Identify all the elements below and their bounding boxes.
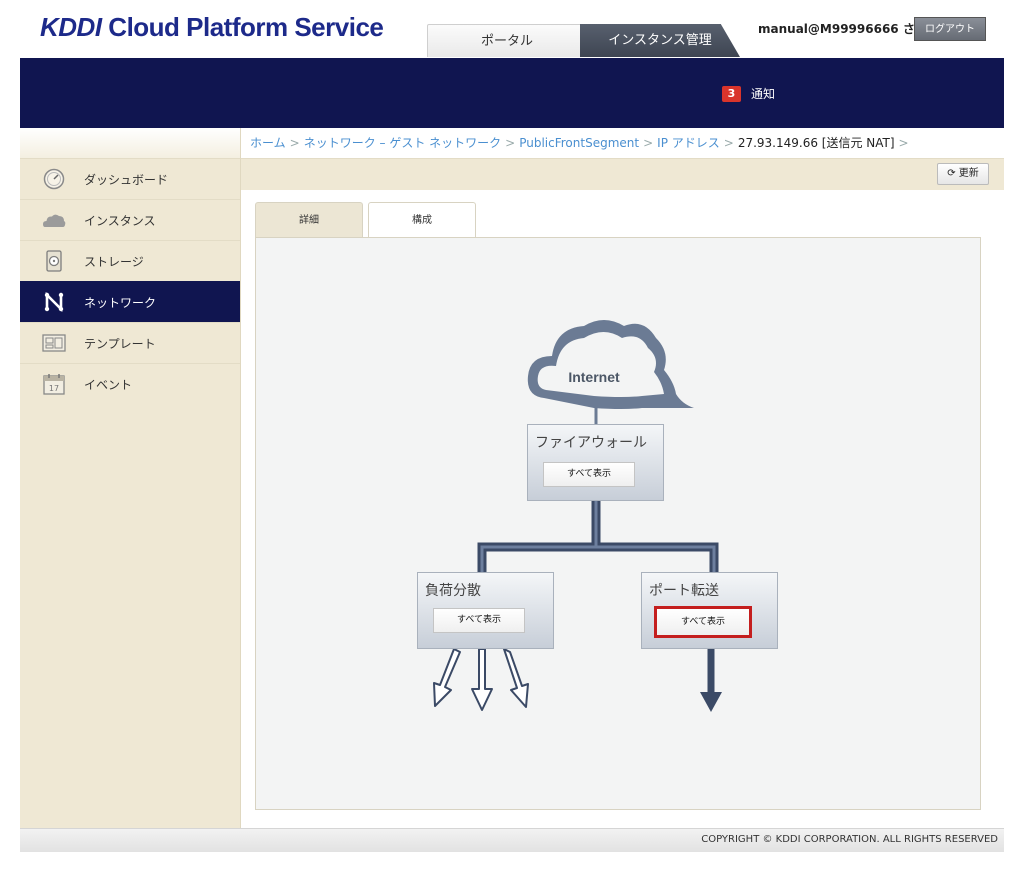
breadcrumb-separator: >: [898, 136, 909, 150]
sidebar-item-template[interactable]: テンプレート: [20, 322, 240, 363]
breadcrumb-separator: >: [505, 136, 516, 150]
calendar-day-label: 17: [49, 384, 59, 393]
header: KDDI Cloud Platform Service ポータル インスタンス管…: [20, 0, 1004, 58]
logo: KDDI Cloud Platform Service: [40, 12, 384, 43]
sidebar-header: [20, 128, 240, 158]
logout-button[interactable]: ログアウト: [914, 17, 986, 41]
logo-brand: KDDI: [40, 12, 102, 42]
notification-link[interactable]: 通知: [751, 87, 776, 101]
refresh-button[interactable]: ⟳ 更新: [937, 163, 989, 185]
breadcrumb-current: 27.93.149.66 [送信元 NAT]: [737, 136, 895, 150]
sidebar-item-label: ダッシュボード: [84, 172, 169, 187]
sidebar-item-instance[interactable]: インスタンス: [20, 199, 240, 240]
storage-icon: [46, 250, 62, 272]
calendar-icon: 17: [43, 374, 65, 395]
port-forwarding-title: ポート転送: [649, 583, 719, 599]
breadcrumb-separator: >: [723, 136, 734, 150]
breadcrumb-network[interactable]: ネットワーク – ゲスト ネットワーク: [303, 136, 502, 150]
tab-detail[interactable]: 詳細: [255, 202, 363, 238]
internet-cloud-icon: Internet: [527, 320, 694, 409]
breadcrumb-home[interactable]: ホーム: [250, 136, 286, 150]
sidebar-item-label: ストレージ: [84, 254, 144, 269]
breadcrumb-separator: >: [289, 136, 300, 150]
tab-instance-management[interactable]: インスタンス管理: [580, 24, 740, 57]
tab-configuration[interactable]: 構成: [368, 202, 476, 239]
sidebar-item-label: インスタンス: [84, 213, 156, 228]
refresh-icon: ⟳: [947, 168, 956, 179]
sidebar-item-label: ネットワーク: [84, 295, 157, 310]
dashboard-icon: [43, 168, 65, 190]
port-forwarding-show-all-button[interactable]: すべて表示: [654, 606, 752, 638]
tab-portal[interactable]: ポータル: [427, 24, 587, 57]
port-forward-arrow: [700, 649, 722, 712]
breadcrumb-ip-address[interactable]: IP アドレス: [657, 136, 720, 150]
template-icon: [42, 334, 66, 352]
sidebar-item-event[interactable]: 17 イベント: [20, 363, 240, 404]
load-balancer-show-all-button[interactable]: すべて表示: [433, 608, 525, 633]
internet-label: Internet: [568, 369, 620, 385]
sidebar: ダッシュボード インスタンス ストレージ ネットワーク テンプレート 17 イベ…: [20, 128, 241, 828]
refresh-label: 更新: [958, 168, 979, 179]
breadcrumb-segment[interactable]: PublicFrontSegment: [519, 136, 640, 150]
load-balancer-arrows: [433, 648, 529, 711]
notification-count-badge[interactable]: 3: [722, 86, 741, 102]
sidebar-item-dashboard[interactable]: ダッシュボード: [20, 158, 240, 199]
port-forwarding-node: ポート転送 すべて表示: [641, 572, 778, 649]
cloud-icon: [43, 214, 66, 227]
network-diagram-connectors: [433, 408, 722, 712]
configuration-panel: Internet ファイアウォール すべて表示 負荷分散 すべて表示 ポート転送…: [255, 237, 981, 810]
firewall-node: ファイアウォール すべて表示: [527, 424, 664, 501]
toolbar: ⟳ 更新: [241, 158, 1004, 190]
tab-bar: 詳細 構成: [255, 202, 981, 239]
breadcrumb: ホーム>ネットワーク – ゲスト ネットワーク>PublicFrontSegme…: [241, 128, 1004, 158]
sidebar-item-label: イベント: [84, 377, 133, 392]
firewall-title: ファイアウォール: [535, 435, 647, 451]
sidebar-item-storage[interactable]: ストレージ: [20, 240, 240, 281]
sidebar-item-network[interactable]: ネットワーク: [20, 281, 240, 322]
logo-text: Cloud Platform Service: [101, 12, 384, 42]
load-balancer-node: 負荷分散 すべて表示: [417, 572, 554, 649]
notification-bar: 3 通知: [20, 58, 1004, 128]
footer: COPYRIGHT © KDDI CORPORATION. ALL RIGHTS…: [20, 828, 1004, 852]
breadcrumb-separator: >: [643, 136, 654, 150]
firewall-branch-connector: [477, 501, 719, 573]
firewall-show-all-button[interactable]: すべて表示: [543, 462, 635, 487]
sidebar-item-label: テンプレート: [84, 336, 156, 351]
main-content: ホーム>ネットワーク – ゲスト ネットワーク>PublicFrontSegme…: [241, 128, 1004, 828]
copyright-text: COPYRIGHT © KDDI CORPORATION. ALL RIGHTS…: [701, 834, 998, 845]
load-balancer-title: 負荷分散: [425, 583, 481, 599]
user-name: manual@M99996666 さん: [758, 22, 927, 36]
network-icon: [44, 291, 64, 313]
